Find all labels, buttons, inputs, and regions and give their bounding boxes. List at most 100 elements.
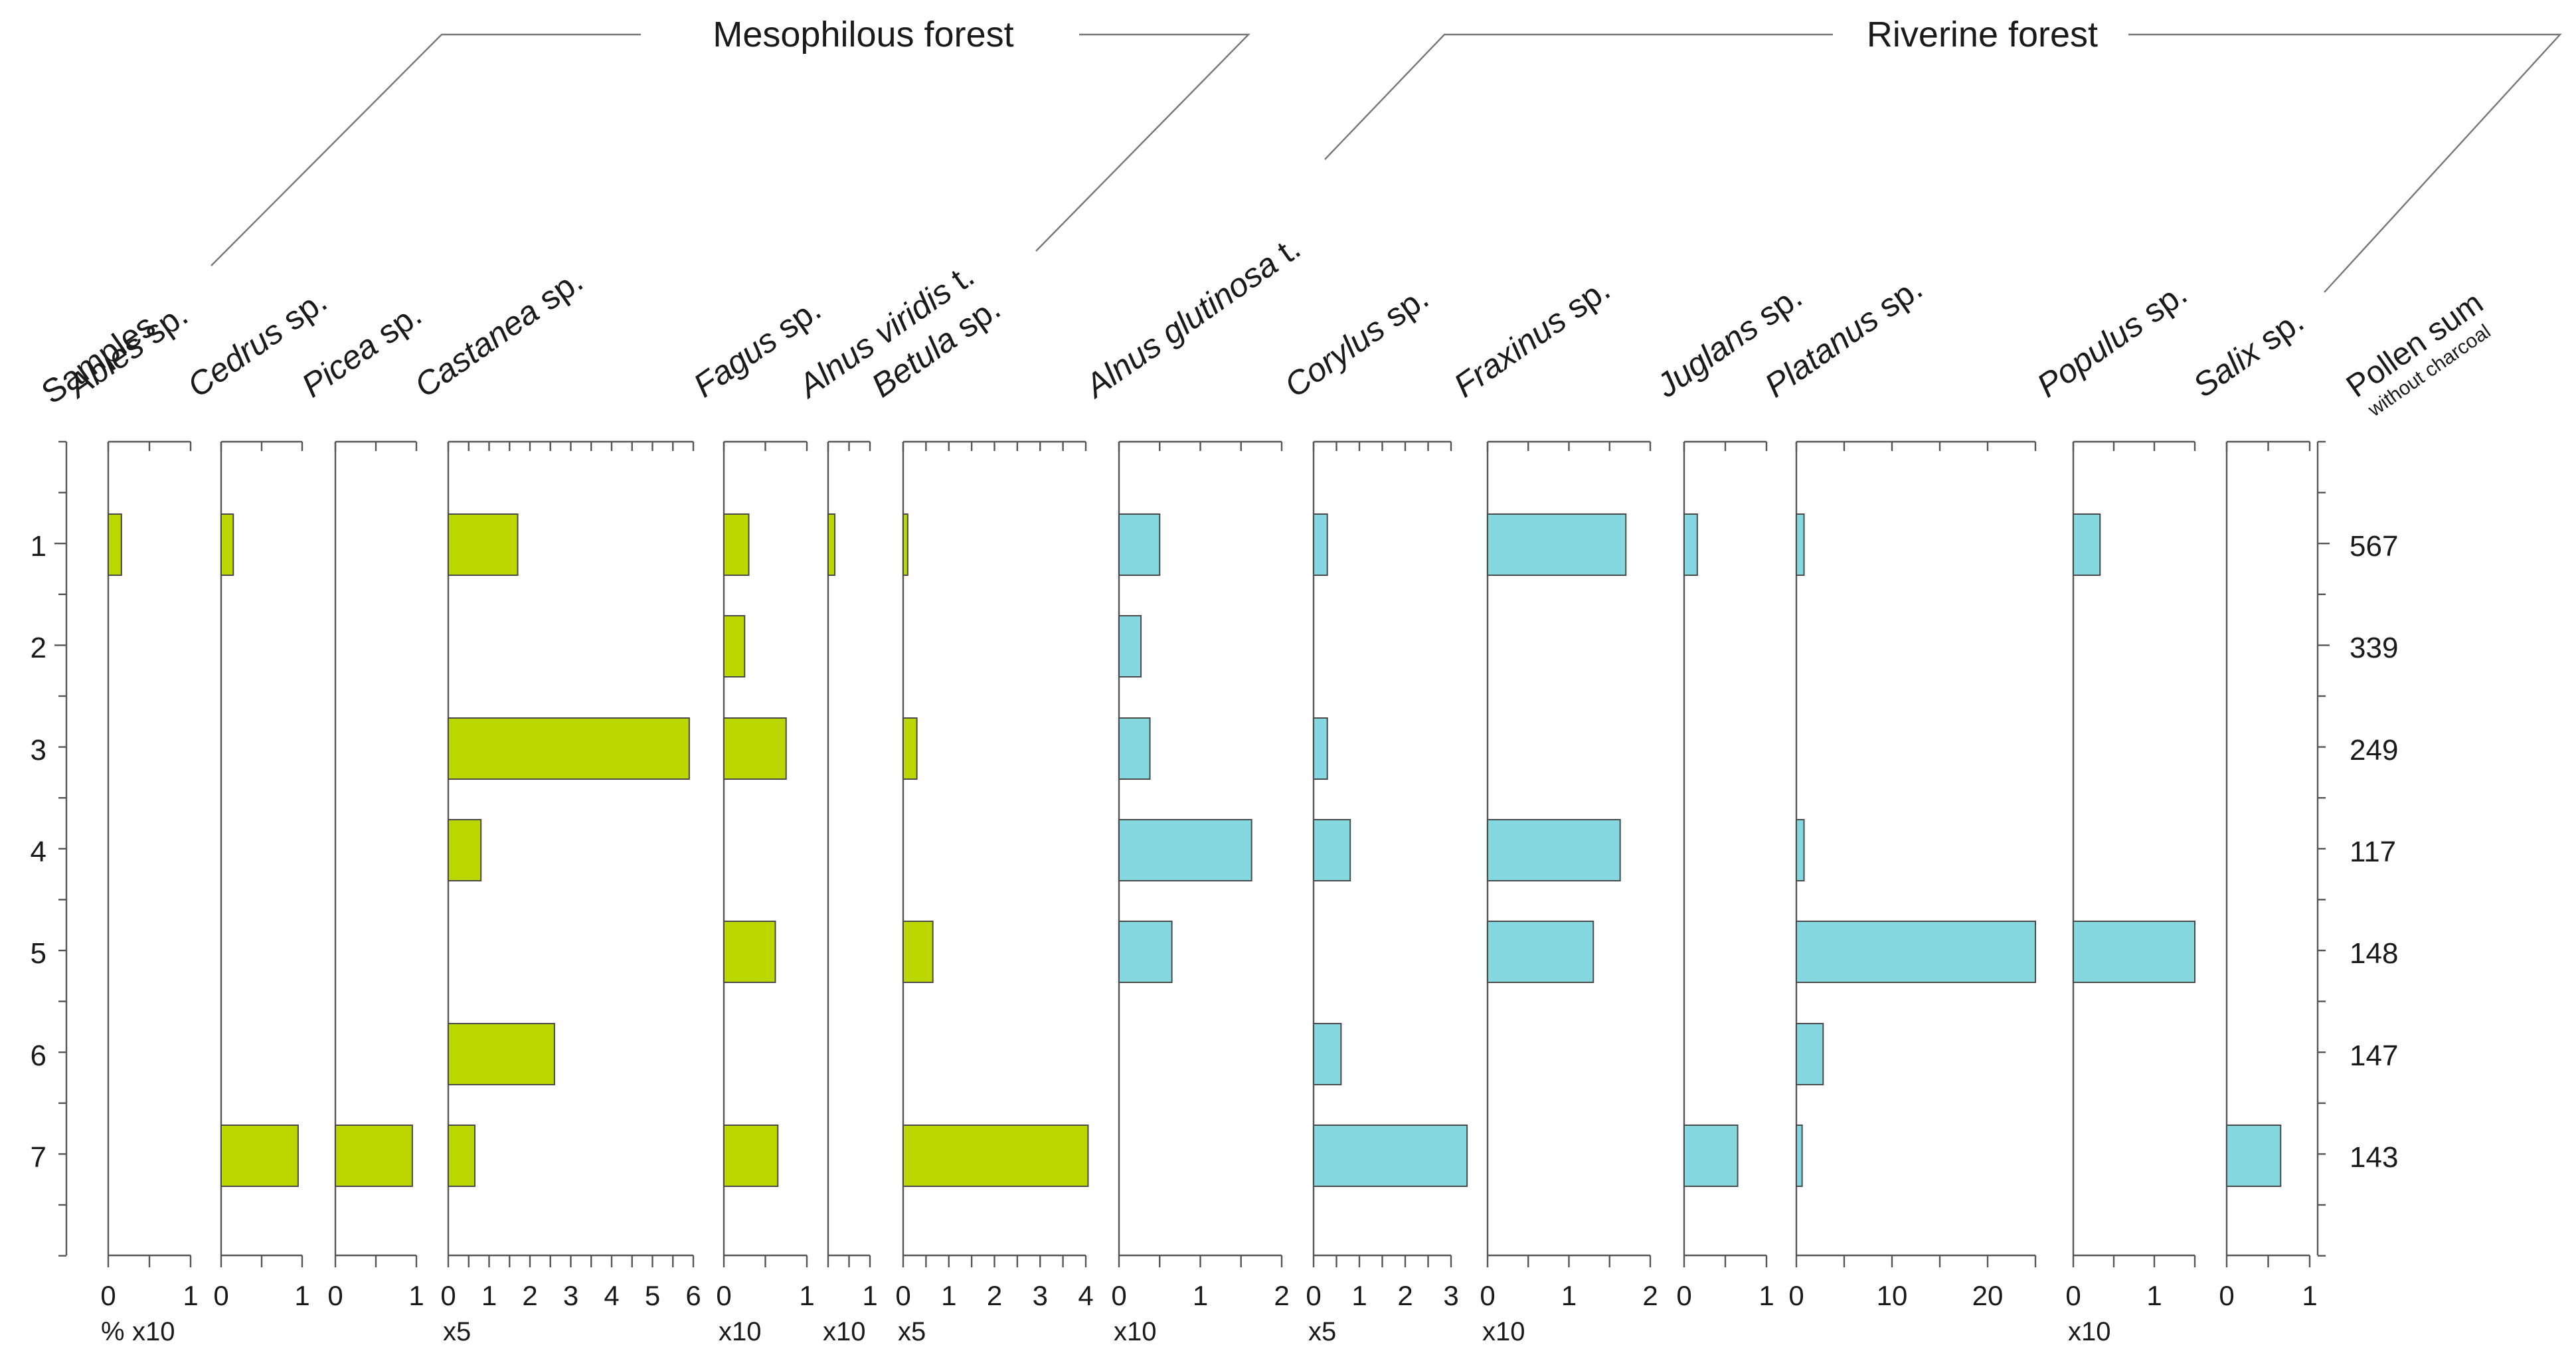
data-bar [2073,513,2101,576]
pollen-sum-value: 143 [2350,1141,2398,1174]
exaggeration-label: x10 [1482,1317,1525,1346]
taxon-header: Fraxinus sp. [1447,270,1616,405]
group-bracket-right [2128,33,2562,293]
taxon-header: Alnus glutinosa t. [1077,229,1308,406]
pollen-sum-value: 339 [2350,632,2398,664]
taxon-header: Populus sp. [2030,274,2193,405]
tick-label: 0 [327,1280,343,1311]
exaggeration-label: x10 [823,1317,866,1346]
data-bar [902,1125,1089,1187]
data-bar [1118,615,1142,678]
tick-label: 0 [1480,1280,1495,1311]
tick-label: 1 [862,1280,877,1311]
data-bar [902,513,908,576]
tick-label: 1 [183,1280,198,1311]
tick-label: 6 [685,1280,701,1311]
tick-label: 0 [1111,1280,1126,1311]
taxon-header: Corylus sp. [1278,279,1435,405]
group-label: Riverine forest [1867,15,2098,54]
sample-label: 5 [31,937,46,970]
taxon-header: Salix sp. [2186,302,2310,405]
taxon-panel: 0 1 x10 Populus sp. [2030,274,2196,1346]
data-bar [220,513,234,576]
tick-label: 1 [1561,1280,1577,1311]
exaggeration-label: x10 [1114,1317,1157,1346]
sample-label: 3 [31,734,46,767]
sample-label: 4 [31,836,46,868]
tick-label: 1 [1351,1280,1367,1311]
data-bar [220,1125,299,1187]
data-bar [1118,819,1252,881]
tick-label: 2 [1642,1280,1658,1311]
pollen-sum-value: 147 [2350,1040,2398,1072]
data-bar [723,513,750,576]
exaggeration-label: x5 [1308,1317,1336,1346]
tick-label: 0 [1306,1280,1321,1311]
taxon-panel: 0 1 2 x10 Fraxinus sp. [1447,270,1658,1346]
data-bar [1313,513,1328,576]
tick-label: 4 [1078,1280,1093,1311]
data-bar [335,1125,413,1187]
data-bar [723,615,746,678]
tick-label: 1 [941,1280,956,1311]
data-bar [1487,513,1627,576]
data-bar [448,717,690,780]
tick-label: 0 [2219,1280,2234,1311]
pollen-sum-value: 249 [2350,734,2398,767]
sample-label: 2 [31,632,46,664]
taxon-panel: 0 1 Salix sp. [2186,302,2317,1311]
group-bracket-left [1324,33,1833,160]
group-bracket-left [211,33,641,266]
data-bar [448,1023,555,1085]
tick-label: 1 [1193,1280,1208,1311]
exaggeration-label: x10 [2068,1317,2111,1346]
tick-label: 1 [2146,1280,2162,1311]
data-bar [1118,513,1161,576]
data-bar [723,717,787,780]
data-bar [1683,1125,1739,1187]
tick-label: 0 [1676,1280,1691,1311]
tick-label: 4 [604,1280,619,1311]
data-bar [1796,819,1805,881]
unit-label: % [101,1317,125,1346]
tick-label: 3 [563,1280,578,1311]
data-bar [1796,513,1805,576]
data-bar [1683,513,1698,576]
tick-label: 2 [1397,1280,1413,1311]
data-bar [723,921,776,983]
group-bracket: Mesophilous forest [211,15,1250,266]
data-bar [902,717,918,780]
tick-label: 0 [1788,1280,1804,1311]
data-bar [108,513,122,576]
data-bar [2226,1125,2282,1187]
data-bar [1118,921,1173,983]
taxon-header: Castanea sp. [408,262,589,405]
exaggeration-label: x5 [898,1317,926,1346]
tick-label: 20 [1972,1280,2004,1311]
data-bar [1118,717,1151,780]
data-bar [723,1125,779,1187]
data-bar [827,513,836,576]
data-bar [1796,1125,1803,1187]
data-bar [1313,819,1351,881]
tick-label: 1 [2302,1280,2317,1311]
tick-label: 0 [895,1280,910,1311]
data-bar [448,1125,475,1187]
tick-label: 0 [440,1280,456,1311]
data-bar [1796,921,2036,983]
tick-label: 10 [1877,1280,1908,1311]
data-bar [1796,1023,1824,1085]
tick-label: 0 [2065,1280,2081,1311]
data-bar [1487,819,1621,881]
tick-label: 3 [1033,1280,1048,1311]
pollen-sum-value: 567 [2350,530,2398,563]
tick-label: 1 [294,1280,309,1311]
data-bar [1313,1023,1342,1085]
